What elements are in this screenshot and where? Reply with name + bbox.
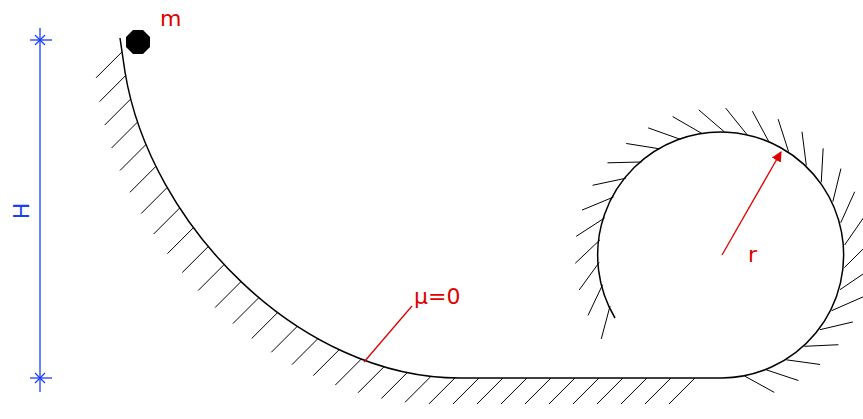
hatch-stroke (626, 143, 660, 148)
hatch-stroke (607, 161, 641, 163)
hatch-stroke (252, 313, 278, 339)
hatch-stroke (669, 378, 695, 404)
hatch-stroke (673, 117, 702, 134)
hatch-stroke (313, 350, 339, 376)
hatch-stroke (832, 297, 863, 311)
hatch-stroke (840, 271, 863, 290)
hatch-stroke (233, 298, 259, 324)
hatch-stroke (699, 110, 725, 132)
leader-line (364, 306, 412, 362)
hatch-stroke (645, 378, 671, 404)
hatch-stroke (621, 378, 647, 404)
ramp-track (120, 38, 722, 378)
hatch-stroke (429, 378, 455, 404)
hatch-stroke (130, 166, 156, 192)
hatch-stroke (525, 378, 551, 404)
hatch-stroke (271, 326, 297, 352)
hatch-stroke (167, 228, 193, 254)
hatch-stroke (112, 122, 138, 148)
hatch-stroke (292, 339, 318, 365)
hatch-stroke (804, 345, 838, 347)
hatch-stroke (833, 169, 841, 202)
hatch-stroke (744, 376, 774, 392)
hatch-stroke (215, 282, 241, 308)
mass-label: m (160, 8, 181, 30)
hatch-stroke (100, 76, 126, 102)
hatch-stroke (726, 108, 747, 135)
hatch-stroke (786, 360, 820, 365)
hatch-stroke (597, 378, 623, 404)
hatch-stroke (588, 285, 603, 316)
radius-arrow (722, 152, 781, 255)
hatch-stroke (141, 188, 167, 214)
loop-track (598, 132, 844, 378)
hatch-stroke (766, 370, 798, 381)
loop-hatching (575, 108, 863, 392)
hatch-stroke (105, 99, 131, 125)
ball (126, 30, 150, 54)
hatch-stroke (841, 192, 855, 223)
height-label: H (11, 203, 33, 220)
hatch-stroke (845, 217, 863, 245)
hatch-stroke (381, 373, 407, 399)
hatch-stroke (335, 359, 361, 385)
hatch-stroke (820, 322, 853, 330)
hatch-stroke (120, 144, 146, 170)
hatch-stroke (405, 376, 431, 402)
hatch-stroke (648, 128, 680, 139)
hatch-stroke (575, 240, 600, 263)
hatch-stroke (453, 378, 479, 404)
hatch-stroke (821, 148, 823, 182)
hatch-stroke (549, 378, 575, 404)
ground-hatching (96, 52, 695, 404)
hatch-stroke (198, 265, 224, 291)
height-dimension (30, 28, 52, 392)
hatch-stroke (844, 244, 863, 268)
hatch-stroke (358, 367, 384, 393)
hatch-stroke (96, 52, 122, 78)
hatch-stroke (154, 208, 180, 234)
hatch-stroke (182, 247, 208, 273)
hatch-stroke (477, 378, 503, 404)
hatch-stroke (601, 306, 610, 339)
hatch-stroke (573, 378, 599, 404)
hatch-stroke (802, 132, 806, 166)
hatch-stroke (579, 262, 599, 290)
hatch-stroke (501, 378, 527, 404)
radius-label: r (748, 244, 757, 266)
friction-label: μ=0 (414, 286, 460, 308)
